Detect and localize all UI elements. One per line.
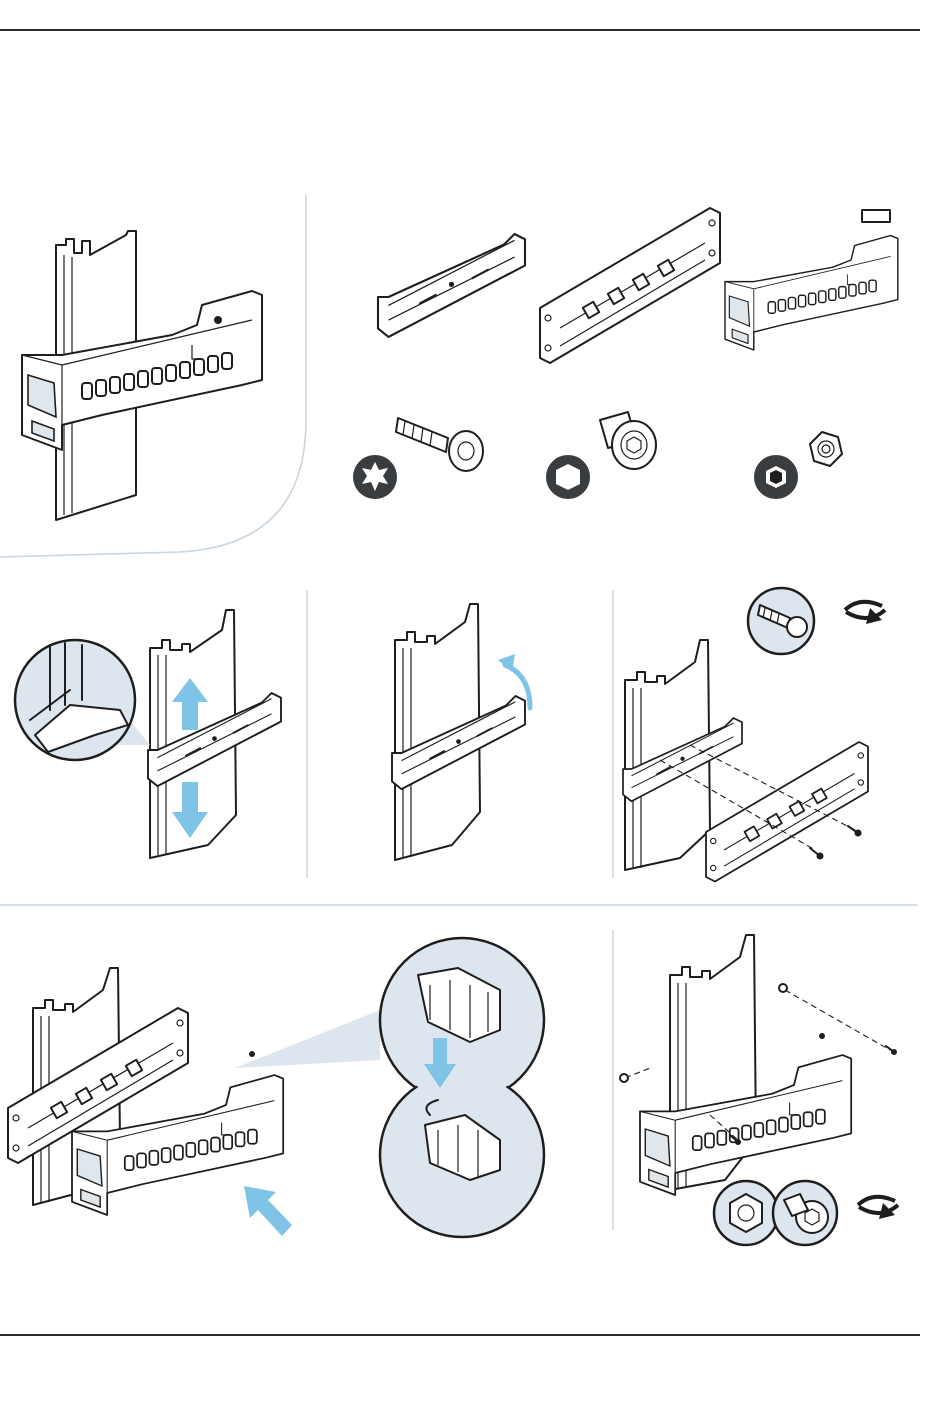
step-3-screws <box>810 826 862 860</box>
step-3-plate <box>706 742 868 882</box>
assembled-unit-illustration <box>22 231 262 520</box>
bolt-callout-icon <box>773 1181 837 1245</box>
step-3-screw-callout <box>748 588 814 654</box>
hex-bolt <box>600 412 656 469</box>
part-cable-tray <box>725 210 898 350</box>
step-3-tighten-rotate-icon <box>845 602 885 624</box>
step-1-detail-callout <box>15 640 150 760</box>
torx-drive-icon <box>353 455 397 499</box>
step-1-rail <box>148 610 281 858</box>
torx-screw <box>396 418 483 471</box>
part-adapter-plate <box>540 208 720 363</box>
clip-detail-pointer <box>235 1010 380 1068</box>
hex-nut <box>810 432 842 466</box>
step-5-tighten-rotate-icon <box>858 1197 898 1219</box>
clip-detail-callout <box>380 938 544 1237</box>
push-arrow-icon <box>244 1186 292 1236</box>
hex-socket-icon <box>754 455 798 499</box>
nut-callout-icon <box>714 1181 778 1245</box>
hex-drive-icon <box>546 455 590 499</box>
step-2-rail <box>392 604 525 860</box>
part-mounting-clip <box>378 234 525 337</box>
